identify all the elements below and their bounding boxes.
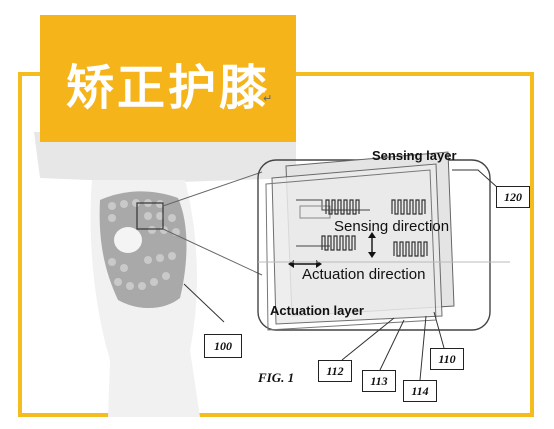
figure-caption: FIG. 1: [258, 370, 295, 385]
zoom-line-top: [162, 171, 263, 207]
kneecap-opening: [114, 227, 142, 253]
leader-110: [433, 311, 445, 349]
ref-120: 120: [496, 186, 530, 208]
ref-113: 113: [362, 370, 396, 392]
sensing-direction-label: Sensing direction: [334, 218, 450, 235]
sensor-top-right: [391, 199, 426, 215]
leader-100: [183, 283, 225, 323]
actuation-layer-sheet: [271, 163, 443, 325]
sensor-bottom-left: [321, 235, 356, 251]
leader-113: [379, 319, 405, 371]
ref-110: 110: [430, 348, 464, 370]
leg-illustration: [34, 132, 296, 417]
sensing-layer-label: Sensing layer: [372, 148, 457, 163]
actuation-layer-label: Actuation layer: [270, 303, 364, 318]
sensor-top-left: [325, 199, 360, 215]
shorts: [34, 132, 296, 186]
title-banner: 矫正护膝: [40, 15, 296, 142]
detail-box: [136, 202, 164, 230]
brace-dots: [108, 199, 180, 290]
ref-100: 100: [204, 334, 242, 358]
ref-112: 112: [318, 360, 352, 382]
reference-leaders: [183, 169, 499, 381]
actuation-direction-label: Actuation direction: [302, 266, 426, 283]
sensor-bottom-right: [393, 241, 428, 257]
return-mark: ↵: [263, 92, 273, 105]
serpentine-sensors: [321, 199, 428, 257]
banner-title: 矫正护膝: [65, 60, 270, 116]
zoom-line-bottom: [162, 228, 263, 276]
ref-114: 114: [403, 380, 437, 402]
leader-120: [452, 169, 499, 189]
leader-112: [341, 317, 395, 361]
leader-114: [419, 315, 427, 381]
direction-arrows: [288, 232, 376, 268]
